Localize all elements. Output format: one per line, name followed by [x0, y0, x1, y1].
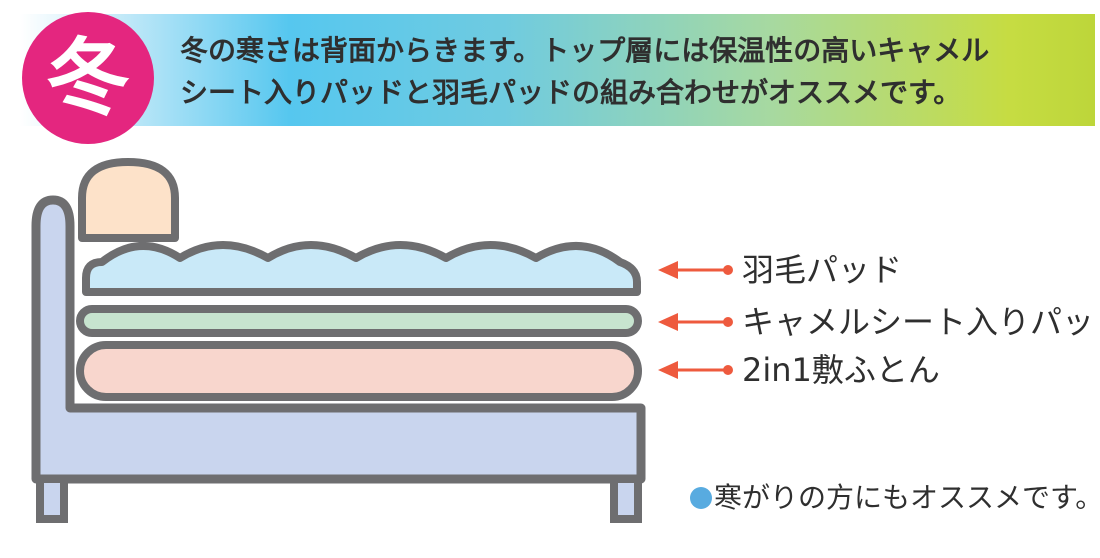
season-badge: 冬 — [22, 12, 154, 144]
camel-pad-shape — [76, 305, 642, 337]
headline: 冬の寒さは背面からきます。トップ層には保温性の高いキャメル シート入りパッドと羽… — [180, 30, 1080, 114]
futon-shape — [76, 341, 642, 401]
note: 寒がりの方にもオススメです。 — [690, 478, 1100, 518]
arrow-down-pad — [658, 261, 733, 279]
bullet-dot-icon — [690, 487, 712, 509]
down-pad-shape — [82, 241, 641, 296]
label-down-pad: 羽毛パッド — [742, 251, 903, 289]
arrow-camel-pad — [658, 313, 733, 331]
bed-frame — [31, 195, 646, 484]
label-futon: 2in1敷ふとん — [742, 351, 940, 389]
arrow-futon — [658, 361, 733, 379]
bed-leg-right — [610, 475, 642, 523]
pillow — [78, 158, 179, 242]
header-banner — [20, 14, 1095, 126]
headline-line-2: シート入りパッドと羽毛パッドの組み合わせがオススメです。 — [180, 76, 962, 109]
bed-leg-left — [36, 475, 68, 523]
label-camel-pad: キャメルシート入りパッド — [742, 303, 1100, 341]
headline-line-1: 冬の寒さは背面からきます。トップ層には保温性の高いキャメル — [180, 34, 990, 67]
note-text: 寒がりの方にもオススメです。 — [714, 481, 1100, 514]
